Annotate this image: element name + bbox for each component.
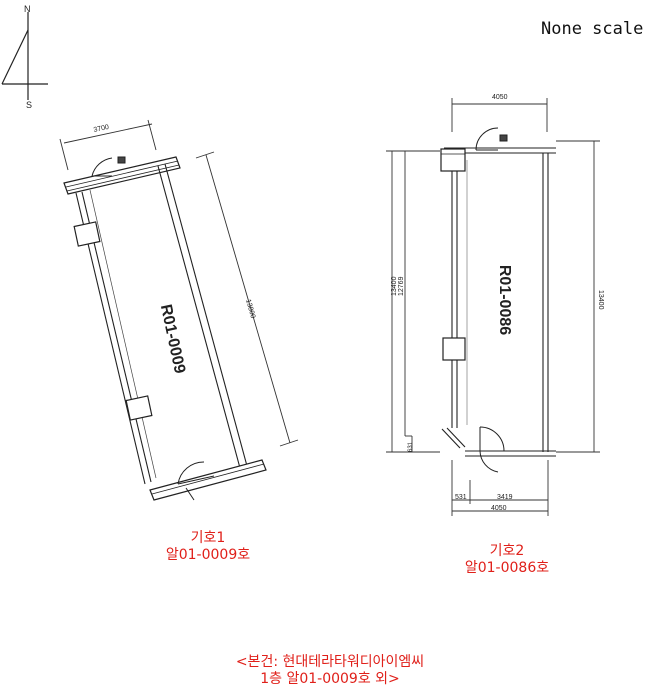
unit1-caption-line2: 알01-0009호 <box>165 547 251 563</box>
north-label: N <box>24 4 31 14</box>
unit2-top-door-swing-icon <box>475 127 508 151</box>
south-label: S <box>26 100 32 110</box>
unit2-room-code: R01-0086 <box>496 265 513 335</box>
unit1-bottom-door-swing-icon <box>177 461 215 501</box>
unit1-caption-line1: 기호1 <box>190 530 226 546</box>
footer-line1: <본건: 현대테라타워디아이엠씨 <box>235 654 425 670</box>
unit2-column-icon <box>442 337 466 361</box>
unit2-plan: 4050 <box>386 94 604 516</box>
unit1-caption: 기호1 알01-0009호 <box>160 530 256 564</box>
footer-line2: 1층 알01-0009호 외> <box>260 671 400 687</box>
footer-caption: <본건: 현대테라타워디아이엠씨 1층 알01-0009호 외> <box>180 654 480 688</box>
unit2-caption-line2: 알01-0086호 <box>464 560 550 576</box>
unit2-right-dim-label: 13400 <box>597 290 604 310</box>
unit1-column-icon <box>73 221 101 247</box>
unit2-right-dimension <box>556 140 600 453</box>
unit2-top-dim-label: 4050 <box>492 94 508 101</box>
unit2-bottom-entry <box>441 427 556 457</box>
unit2-left-wall <box>451 171 458 428</box>
unit2-bottom-door-swing-icon <box>479 426 505 473</box>
unit2-bottom-small-label: 531 <box>455 494 467 501</box>
unit2-caption-line1: 기호2 <box>489 543 525 559</box>
unit2-bottom-total-label: 4050 <box>491 505 507 512</box>
unit1-length-dimension <box>195 151 299 447</box>
unit1-width-dimension <box>59 119 157 171</box>
unit1-room-code: R01-0009 <box>157 303 188 375</box>
unit2-top-dimension <box>451 98 548 132</box>
unit2-left-inner-label: 12769 <box>398 276 405 296</box>
unit2-left-small-label: 631 <box>408 441 414 452</box>
unit1-top-wall <box>63 156 181 195</box>
north-arrow-icon <box>1 12 48 100</box>
unit1-inner-rail <box>89 189 157 479</box>
scale-note: None scale <box>541 19 644 39</box>
unit2-cabinet-icon <box>440 148 466 172</box>
unit2-left-outer-label: 13400 <box>391 276 398 296</box>
unit1-width-label: 3700 <box>93 124 110 134</box>
unit1-right-wall <box>157 163 248 469</box>
unit1-top-door-swing-icon <box>91 156 126 177</box>
unit1-bottom-wall <box>149 459 267 501</box>
unit2-caption: 기호2 알01-0086호 <box>455 543 559 577</box>
unit2-bottom-dimensions <box>451 460 549 516</box>
unit2-bottom-mid-label: 3419 <box>497 494 513 501</box>
unit1-length-label: 13800 <box>244 299 256 320</box>
unit2-left-dimensions <box>386 150 440 453</box>
unit1-plan: 3700 <box>59 119 299 501</box>
unit2-right-wall <box>542 153 549 452</box>
unit1-column-icon <box>125 395 153 421</box>
